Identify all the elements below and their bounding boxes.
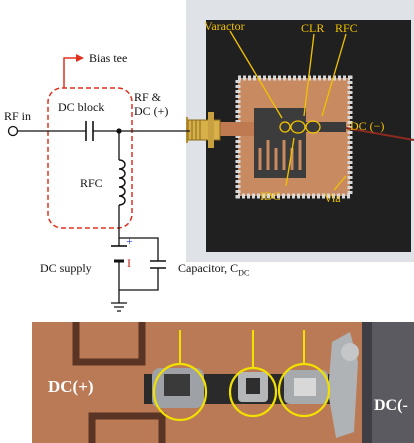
top-via: [341, 343, 359, 361]
rf-dc-label-line1: RF &: [134, 90, 162, 104]
closeup-drawing: [32, 322, 414, 443]
dc-block-label: DC block: [58, 100, 105, 114]
capacitor-label-subscript: DC: [238, 268, 250, 278]
slot-lower: [88, 412, 166, 443]
bias-tee-leader: [63, 57, 76, 88]
sma-nut: [186, 117, 188, 143]
board-photo-drawing: [186, 20, 414, 252]
bias-tee-schematic: [7, 54, 190, 312]
dc-minus-label: DC (−): [350, 119, 385, 133]
battery-plus-sign: +: [126, 234, 133, 248]
idc-slot: [254, 108, 306, 178]
dc-minus-label-bottom: DC(-: [374, 397, 408, 414]
rfc-label-bottom: RFC: [290, 312, 311, 324]
varactor-label-bottom: varactor: [160, 312, 197, 324]
idc-label: IDC: [260, 189, 281, 203]
ground-symbol: [111, 302, 127, 312]
via-pointer: [333, 175, 347, 191]
idc-pointer: [285, 137, 295, 187]
bias-tee-box: [47, 87, 133, 229]
clr-marker: [290, 120, 306, 134]
dc-minus-wire: [345, 127, 414, 141]
varactor-body: [164, 374, 190, 396]
via-border: [235, 75, 353, 199]
component-gap: [282, 122, 346, 132]
bias-tee-label: Bias tee: [89, 51, 128, 65]
clr-label: CLR: [301, 21, 325, 35]
cdc-wire-bottom: [119, 268, 159, 291]
sma-thread: [191, 120, 201, 140]
dc-minus-wire-band: [372, 322, 414, 443]
rfc-pointer: [321, 33, 347, 117]
dc-block-capacitor: [85, 121, 94, 141]
battery-minus-sign: I: [127, 256, 131, 270]
board-photo: Varactor CLR RFC DC (−) IDC Via: [186, 0, 414, 262]
dc-supply-label: DC supply: [40, 261, 92, 275]
varactor-pointer: [229, 30, 283, 119]
rf-in-label: RF in: [4, 109, 32, 123]
cdc-capacitor: [150, 260, 166, 269]
idc-fingers: [258, 140, 302, 170]
sma-flange: [208, 112, 214, 148]
rf-dc-label-line2: DC (+): [134, 104, 169, 118]
rfc-label-top: RFC: [335, 21, 358, 35]
varactor-label: Varactor: [204, 19, 245, 33]
varactor-marker: [279, 121, 291, 133]
slot-upper: [72, 322, 146, 366]
cdc-wire-top: [119, 237, 159, 261]
rfc-body: [294, 378, 316, 396]
clr-label-bottom: CLR: [242, 312, 264, 324]
capacitor-label: Capacitor, CDC: [178, 262, 249, 277]
rf-in-port: [7, 125, 19, 137]
clr-pointer: [303, 33, 315, 117]
rfc-marker: [305, 120, 321, 134]
rfc-label: RFC: [80, 176, 103, 190]
bias-tee-arrowhead: [76, 54, 84, 62]
dc-plus-label: DC(+): [48, 377, 94, 396]
clr-body: [246, 378, 260, 394]
capacitor-label-text: Capacitor, C: [178, 261, 239, 275]
component-closeup-photo: varactor CLR RFC DC(+) DC(-: [32, 313, 414, 443]
via-label: Via: [324, 191, 341, 205]
rfc-inductor: [118, 159, 126, 206]
